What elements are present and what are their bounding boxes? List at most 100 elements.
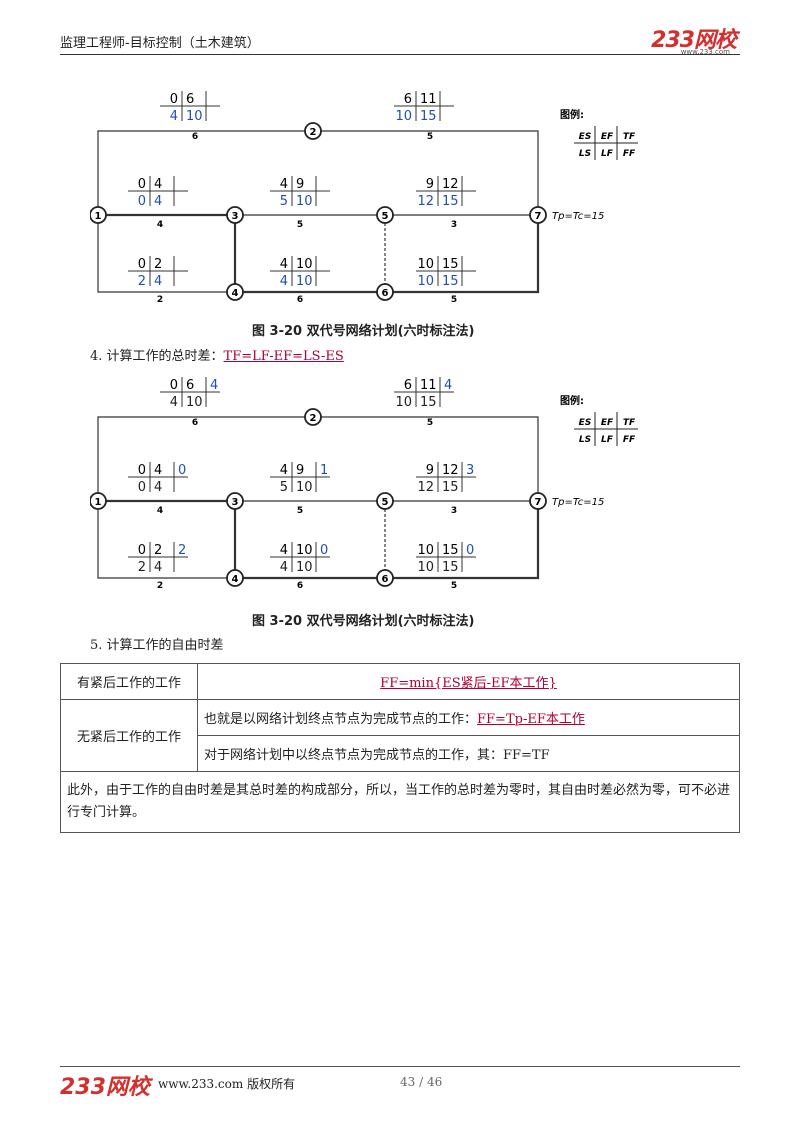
legend-ls: LS xyxy=(579,149,591,159)
node-label-7: 7 xyxy=(535,497,542,508)
node-label-5: 5 xyxy=(382,497,389,508)
es-value-1-2: 0 xyxy=(170,92,178,107)
completion-time-label: Tp=Tc=15 xyxy=(552,497,604,508)
table-row: 此外，由于工作的自由时差是其总时差的构成部分，所以，当工作的总时差为零时，其自由… xyxy=(60,771,740,833)
tf-value-1-3: 0 xyxy=(178,463,186,478)
arrow-1-2 xyxy=(97,416,305,501)
page-footer: 233网校 www.233.com 版权所有 43 / 46 xyxy=(60,1066,740,1100)
node-label-1: 1 xyxy=(95,211,102,222)
duration-3-5: 5 xyxy=(297,506,303,516)
arrow-6-7 xyxy=(393,509,540,580)
duration-2-7: 5 xyxy=(427,418,433,428)
ef-value-6-7: 15 xyxy=(442,543,459,558)
node-circle-7 xyxy=(529,206,547,224)
node-label-7: 7 xyxy=(535,211,542,222)
tf-value-3-5: 1 xyxy=(320,463,328,478)
legend-ef: EF xyxy=(601,132,614,142)
es-value-5-7: 9 xyxy=(426,463,434,478)
ef-value-3-5: 9 xyxy=(296,177,304,192)
note-cell: 此外，由于工作的自由时差是其总时差的构成部分，所以，当工作的总时差为零时，其自由… xyxy=(60,771,740,833)
ls-value-5-7: 12 xyxy=(417,480,434,495)
lf-value-4-6: 10 xyxy=(296,274,313,289)
ls-value-6-7: 10 xyxy=(417,274,434,289)
ls-value-2-7: 10 xyxy=(395,395,412,410)
legend-ff: FF xyxy=(623,435,636,445)
node-label-4: 4 xyxy=(232,574,239,585)
node-label-3: 3 xyxy=(232,497,239,508)
node-label-6: 6 xyxy=(382,288,389,299)
duration-1-4: 2 xyxy=(157,581,163,591)
ff-formula-cell: FF=min{ES紧后-EF本工作} xyxy=(197,663,740,700)
node-label-1: 1 xyxy=(95,497,102,508)
completion-time-label: Tp=Tc=15 xyxy=(552,211,604,222)
es-value-1-2: 0 xyxy=(170,378,178,393)
es-value-2-7: 6 xyxy=(404,92,412,107)
duration-6-7: 5 xyxy=(451,581,457,591)
node-circle-3 xyxy=(226,206,244,224)
legend-lf: LF xyxy=(601,435,614,445)
ls-value-2-7: 10 xyxy=(395,109,412,124)
legend-lf: LF xyxy=(601,149,614,159)
legend-tf: TF xyxy=(623,132,636,142)
lf-value-3-5: 10 xyxy=(296,480,313,495)
lf-value-4-6: 10 xyxy=(296,560,313,575)
node-circle-7 xyxy=(529,492,547,510)
tf-value-1-2: 4 xyxy=(210,378,218,393)
node-circle-1 xyxy=(90,492,107,510)
duration-1-3: 4 xyxy=(157,506,163,516)
lf-value-1-4: 4 xyxy=(154,274,162,289)
ef-value-1-2: 6 xyxy=(186,92,194,107)
ef-value-3-5: 9 xyxy=(296,463,304,478)
duration-4-6: 6 xyxy=(297,581,303,591)
ef-value-2-7: 11 xyxy=(420,378,437,393)
step-4-label: 4. 计算工作的总时差： xyxy=(90,349,224,364)
tf-value-2-7: 4 xyxy=(444,378,452,393)
ls-value-4-6: 4 xyxy=(280,560,288,575)
legend-es: ES xyxy=(579,132,592,142)
ls-value-3-5: 5 xyxy=(280,480,288,495)
legend-ff: FF xyxy=(623,149,636,159)
ls-value-4-6: 4 xyxy=(280,274,288,289)
lf-value-5-7: 15 xyxy=(442,194,459,209)
brand-logo: 233网校 xyxy=(651,28,737,53)
node-label-2: 2 xyxy=(310,413,317,424)
duration-1-2: 6 xyxy=(192,418,198,428)
brand-logo-url: www.233.com xyxy=(680,48,730,56)
page-number: 43 / 46 xyxy=(400,1075,443,1089)
ls-value-1-3: 0 xyxy=(138,480,146,495)
table-row: 有紧后工作的工作 FF=min{ES紧后-EF本工作} xyxy=(60,663,740,700)
node-circle-5 xyxy=(376,492,394,510)
ls-value-3-5: 5 xyxy=(280,194,288,209)
ef-value-1-4: 2 xyxy=(154,543,162,558)
node-circle-3 xyxy=(226,492,244,510)
legend-es: ES xyxy=(579,418,592,428)
arrow-2-7 xyxy=(321,130,539,207)
es-value-6-7: 10 xyxy=(417,543,434,558)
node-circle-4 xyxy=(226,283,244,301)
ef-value-1-4: 2 xyxy=(154,257,162,272)
duration-4-6: 6 xyxy=(297,295,303,305)
legend-ef: EF xyxy=(601,418,614,428)
node-circle-1 xyxy=(90,206,107,224)
ef-value-5-7: 12 xyxy=(442,463,459,478)
table-row: 对于网络计划中以终点节点为完成节点的工作，其：FF=TF xyxy=(61,735,740,772)
node-label-4: 4 xyxy=(232,288,239,299)
tf-value-1-4: 2 xyxy=(178,543,186,558)
lf-value-6-7: 15 xyxy=(442,560,459,575)
step-5: 5. 计算工作的自由时差 xyxy=(90,638,224,653)
duration-1-3: 4 xyxy=(157,220,163,230)
node-label-6: 6 xyxy=(382,574,389,585)
figure-caption-2: 图 3-20 双代号网络计划(六时标注法) xyxy=(252,614,475,629)
es-value-1-3: 0 xyxy=(138,463,146,478)
es-value-1-4: 0 xyxy=(138,543,146,558)
es-value-3-5: 4 xyxy=(280,463,288,478)
ef-value-1-3: 4 xyxy=(154,463,162,478)
es-value-4-6: 4 xyxy=(280,257,288,272)
figure-caption-1: 图 3-20 双代号网络计划(六时标注法) xyxy=(252,324,475,339)
es-value-5-7: 9 xyxy=(426,177,434,192)
node-label-2: 2 xyxy=(310,127,317,138)
tf-value-5-7: 3 xyxy=(466,463,474,478)
es-value-2-7: 6 xyxy=(404,378,412,393)
